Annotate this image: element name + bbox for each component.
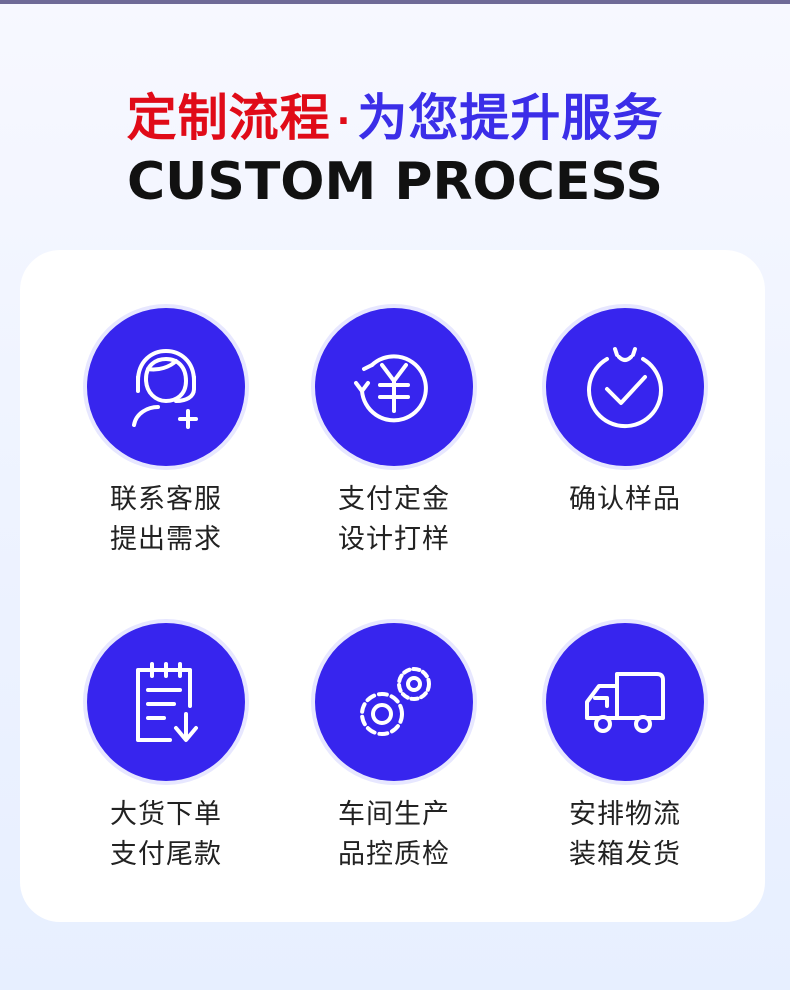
title-red: 定制流程: [126, 89, 331, 147]
step-production: 车间生产 品控质检: [294, 623, 494, 875]
step-label: 确认样品: [525, 480, 725, 520]
step-logistics: 安排物流 装箱发货: [525, 623, 725, 875]
step-bulk-order: 大货下单 支付尾款: [66, 623, 266, 875]
page-subtitle: CUSTOM PROCESS: [127, 152, 663, 212]
order-clipboard-icon: [136, 662, 198, 742]
step-label-line1: 联系客服: [110, 484, 222, 515]
delivery-truck-icon: [585, 672, 665, 733]
step-label-line1: 支付定金: [338, 484, 450, 515]
step-label-line2: 设计打样: [338, 524, 450, 555]
step-pay-deposit: 支付定金 设计打样: [294, 308, 494, 560]
step-label-line1: 确认样品: [569, 484, 681, 515]
top-border: [0, 0, 790, 4]
step-label-line1: 车间生产: [338, 799, 450, 830]
step-circle: [546, 623, 704, 781]
step-circle: [87, 623, 245, 781]
step-circle: [315, 623, 473, 781]
step-circle: [315, 308, 473, 466]
step-label-line2: 提出需求: [110, 524, 222, 555]
yuan-payment-icon: [354, 354, 428, 423]
title-dot: ·: [336, 101, 352, 142]
step-label-line2: 支付尾款: [110, 839, 222, 870]
step-label-line1: 安排物流: [569, 799, 681, 830]
process-card: 联系客服 提出需求 支付定金 设计打样: [20, 250, 765, 922]
confirm-check-icon: [587, 347, 663, 429]
step-label: 安排物流 装箱发货: [525, 795, 725, 875]
step-circle: [87, 308, 245, 466]
title-blue: 为您提升服务: [357, 89, 664, 147]
step-circle: [546, 308, 704, 466]
page-title: 定制流程·为您提升服务: [0, 78, 790, 150]
step-label-line2: 品控质检: [338, 839, 450, 870]
step-label: 大货下单 支付尾款: [66, 795, 266, 875]
step-confirm-sample: 确认样品: [525, 308, 725, 520]
step-contact-service: 联系客服 提出需求: [66, 308, 266, 560]
step-label-line1: 大货下单: [110, 799, 222, 830]
step-label: 联系客服 提出需求: [66, 480, 266, 560]
step-label: 车间生产 品控质检: [294, 795, 494, 875]
customer-service-icon: [132, 349, 198, 429]
gears-icon: [360, 667, 431, 736]
step-label-line2: 装箱发货: [569, 839, 681, 870]
step-label: 支付定金 设计打样: [294, 480, 494, 560]
